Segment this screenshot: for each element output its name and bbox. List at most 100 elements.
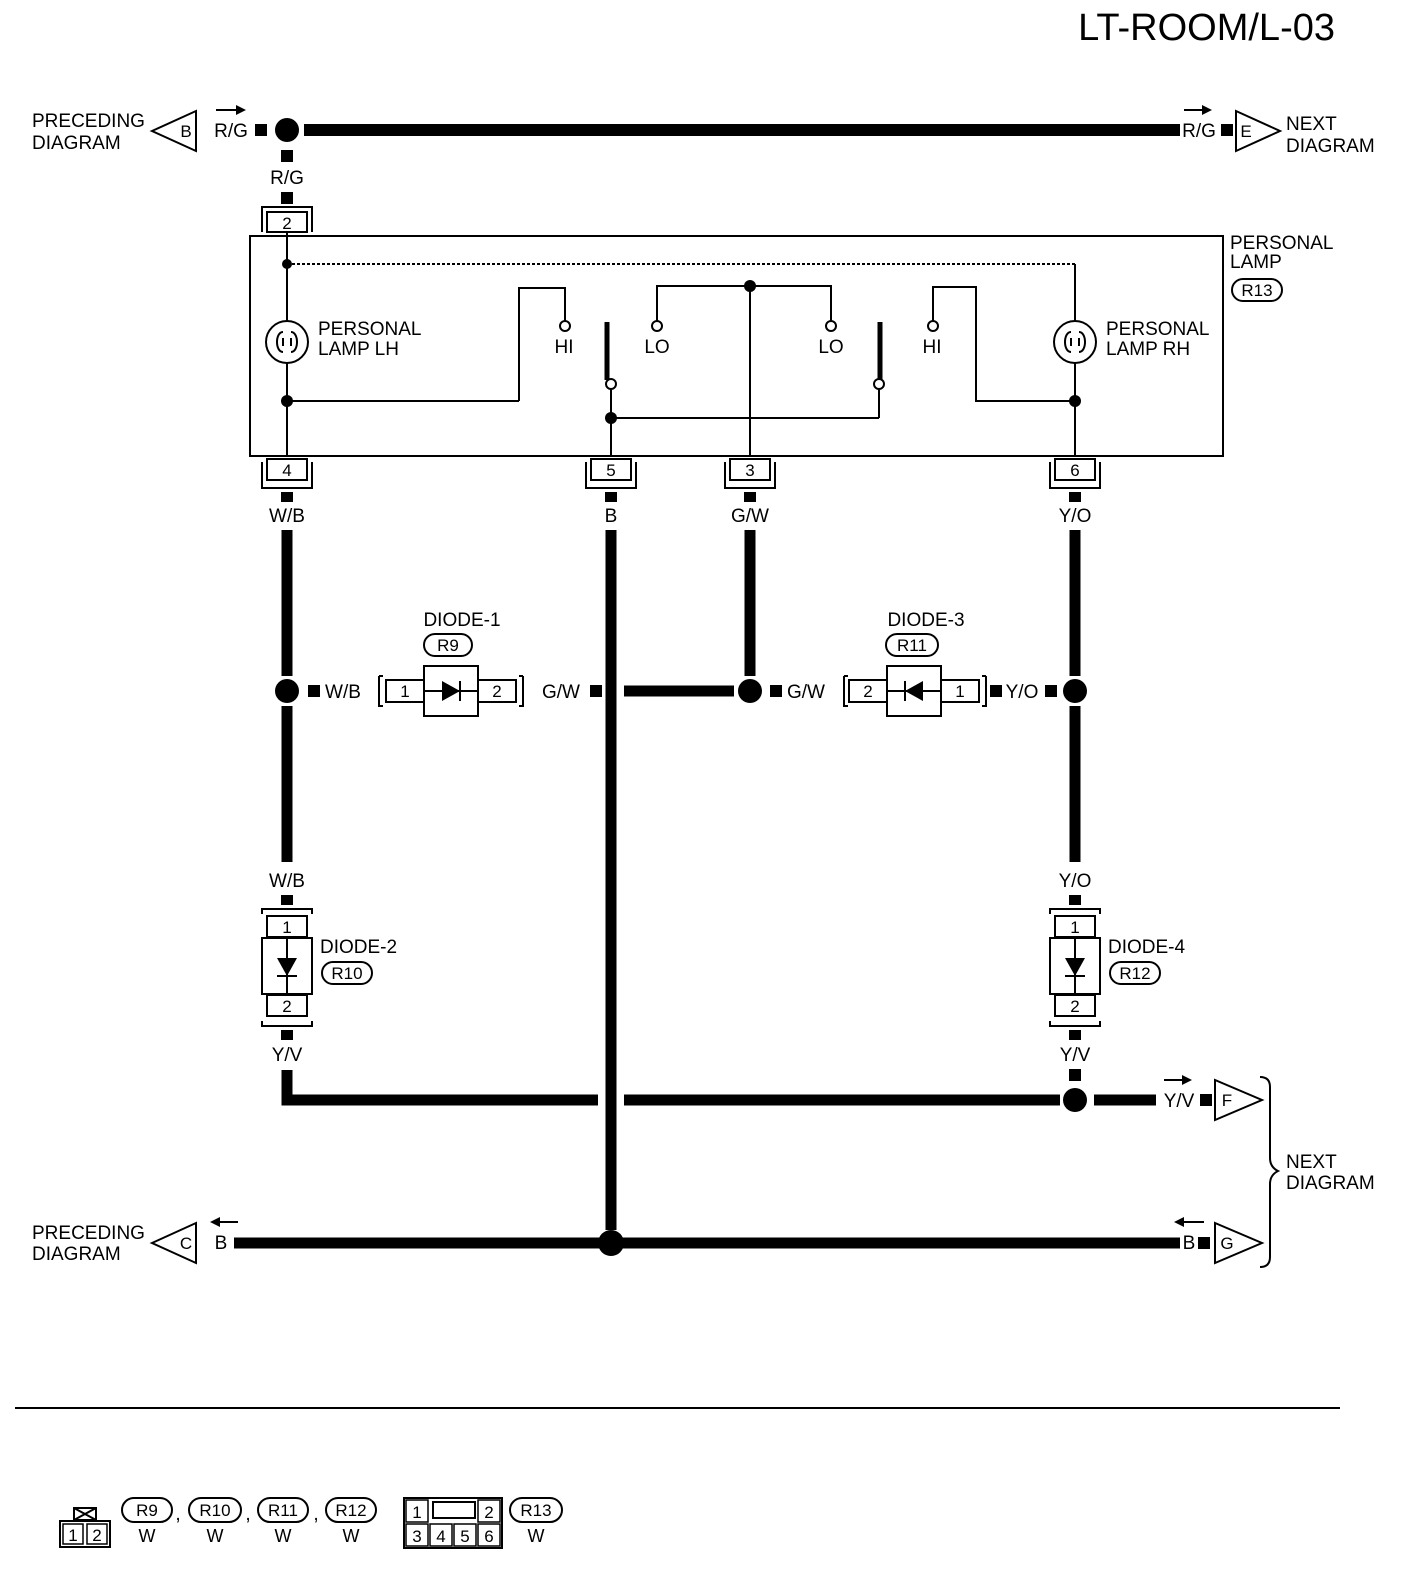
personal-lamp-label: PERSONAL LAMP R13: [1230, 233, 1333, 302]
wire-label-yv-right: Y/V: [1060, 1045, 1091, 1066]
direction-arrow-icon: [216, 105, 246, 115]
offpage-letter: E: [1240, 122, 1251, 141]
offpage-letter: C: [180, 1234, 192, 1253]
lamp-rh-label-line2: LAMP RH: [1106, 339, 1190, 360]
offpage-label-line2: DIAGRAM: [32, 133, 121, 154]
wire-stub: [1069, 1069, 1081, 1081]
offpage-arrow: [1214, 1078, 1265, 1122]
wire-label: R/G: [1182, 121, 1216, 142]
wire-label-yo-lower: Y/O: [1059, 871, 1092, 892]
svg-text:R12: R12: [335, 1501, 366, 1520]
connector-stubs: [281, 492, 1081, 502]
connector-pin-6: 6: [1049, 458, 1101, 489]
junction-dot: [275, 679, 299, 703]
offpage-label-line1: PRECEDING: [32, 1223, 145, 1244]
wire-label-wb-mid: W/B: [325, 682, 361, 703]
wire-stub: [281, 895, 293, 905]
switch-contacts: [559, 320, 939, 390]
diode-3-connector: R11: [897, 636, 927, 655]
svg-text:2: 2: [92, 1526, 101, 1545]
svg-text:,: ,: [175, 1504, 180, 1525]
connector-id: R13: [1241, 281, 1272, 300]
wire-label: Y/V: [1164, 1091, 1195, 1112]
wire-stub: [1221, 124, 1233, 136]
wire-label-yo-mid: Y/O: [1006, 682, 1039, 703]
offpage-preceding-top: PRECEDING DIAGRAM B R/G: [32, 105, 248, 154]
diode-4: 1 2 DIODE-4 R12: [1049, 908, 1186, 1027]
wire-label-wb-lower: W/B: [269, 871, 305, 892]
junction-dot: [1063, 679, 1087, 703]
junction-dot: [1063, 1088, 1087, 1112]
junction-dot: [275, 118, 299, 142]
next-diagram-label-line2: DIAGRAM: [1286, 1173, 1375, 1194]
diode-1-name: DIODE-1: [423, 610, 500, 631]
offpage-preceding-bottom: PRECEDING DIAGRAM C B: [32, 1217, 238, 1265]
wire-label-b: B: [605, 506, 618, 527]
page-title: LT-ROOM/L-03: [1078, 7, 1335, 49]
offpage-arrow: [1235, 109, 1283, 153]
switch-label-hi-right: HI: [923, 337, 942, 358]
direction-arrow-icon: [1174, 1217, 1204, 1227]
switch-label-lo-left: LO: [644, 337, 669, 358]
wire-label-wb-upper: W/B: [269, 506, 305, 527]
lamp-rh-label-line1: PERSONAL: [1106, 319, 1209, 340]
personal-lamp-box: [249, 235, 1224, 457]
svg-text:6: 6: [484, 1527, 493, 1546]
wire-label-rg: R/G: [270, 168, 304, 189]
svg-text:4: 4: [282, 461, 291, 480]
svg-text:LAMP: LAMP: [1230, 252, 1282, 273]
svg-text:1: 1: [412, 1503, 421, 1522]
offpage-letter: G: [1220, 1234, 1233, 1253]
wire-stub: [1069, 1030, 1081, 1040]
diode-4-name: DIODE-4: [1108, 937, 1186, 958]
direction-arrow-icon: [1184, 105, 1212, 115]
svg-text:PERSONAL: PERSONAL: [1230, 233, 1333, 254]
diode-2-name: DIODE-2: [320, 937, 397, 958]
internal-junctions: [281, 259, 1081, 424]
legend-six-pin-connector: 1 2 3 4 5 6: [403, 1497, 503, 1549]
svg-text:1: 1: [282, 918, 291, 937]
wire-label-yo-upper: Y/O: [1059, 506, 1092, 527]
diode-1: DIODE-1 R9 1 2: [378, 610, 524, 717]
diode-symbol-icon: [1065, 938, 1085, 994]
connector-pin-4: 4: [261, 458, 313, 489]
diode-1-connector: R9: [437, 636, 459, 655]
svg-text:5: 5: [606, 461, 615, 480]
offpage-letter: F: [1222, 1091, 1232, 1110]
wire-label-gw-upper: G/W: [731, 506, 769, 527]
offpage-arrow: [149, 1221, 197, 1265]
offpage-letter: B: [180, 122, 191, 141]
svg-text:R13: R13: [520, 1501, 551, 1520]
offpage-arrow: [1214, 1221, 1265, 1265]
diode-symbol-icon: [887, 681, 941, 701]
offpage-label-line2: DIAGRAM: [1286, 136, 1375, 157]
offpage-label-line2: DIAGRAM: [32, 1244, 121, 1265]
middle-stubs: [308, 685, 1057, 697]
connector-pin-3: 3: [724, 458, 776, 489]
svg-text:R9: R9: [136, 1501, 158, 1520]
next-diagram-brace: [1259, 1076, 1281, 1268]
svg-text:2: 2: [1070, 997, 1079, 1016]
svg-text:1: 1: [400, 682, 409, 701]
offpage-next-top: R/G E NEXT DIAGRAM: [1182, 105, 1375, 157]
legend-connector-r12: R12 W: [325, 1497, 377, 1546]
offpage-label-line1: NEXT: [1286, 114, 1337, 135]
wire-stub: [255, 124, 267, 136]
diode-3: DIODE-3 R11 2 1: [843, 610, 987, 717]
svg-text:2: 2: [282, 997, 291, 1016]
connector-pin-2-top: 2: [261, 206, 313, 233]
svg-text:1: 1: [1070, 918, 1079, 937]
svg-text:2: 2: [484, 1503, 493, 1522]
wire-stub: [281, 192, 293, 204]
offpage-next-f: Y/V F: [1164, 1075, 1265, 1122]
svg-text:,: ,: [313, 1504, 318, 1525]
legend-connector-r9: R9 W ,: [121, 1497, 181, 1546]
junction-dot: [738, 679, 762, 703]
wire-label-yv-left: Y/V: [272, 1045, 303, 1066]
offpage-label-line1: PRECEDING: [32, 111, 145, 132]
wire-stub: [281, 1030, 293, 1040]
switch-label-lo-right: LO: [818, 337, 843, 358]
junction-dot: [598, 1230, 624, 1256]
wire-stub: [1069, 895, 1081, 905]
bulb-lh-icon: [265, 320, 309, 364]
